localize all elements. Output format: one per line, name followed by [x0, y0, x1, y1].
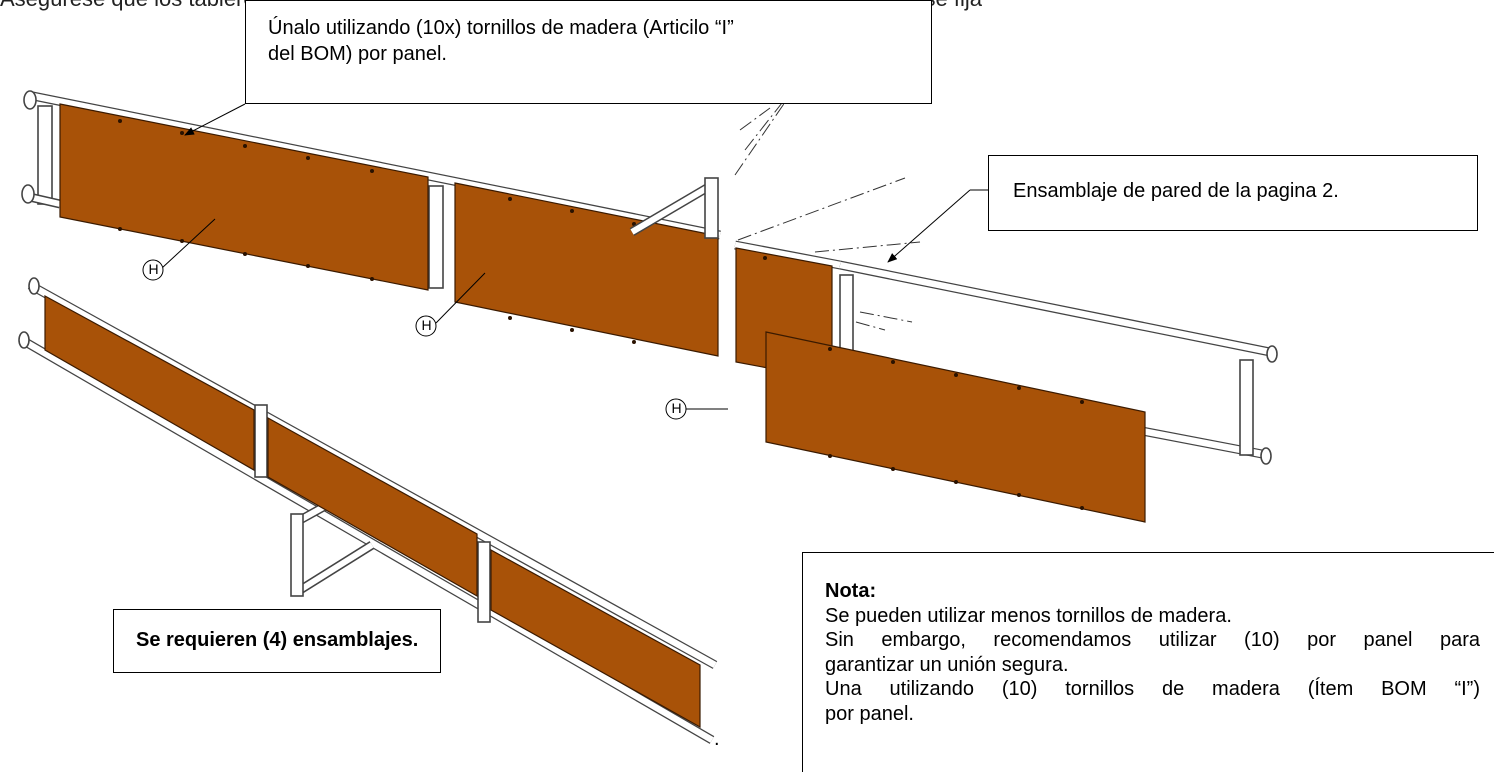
note-line: garantizar un unión segura. — [825, 653, 1069, 676]
part-label-group — [142, 218, 728, 420]
wall-panel — [59, 103, 429, 291]
wall-panel — [490, 548, 701, 729]
callout-line: del BOM) por panel. — [268, 43, 447, 65]
note-line: por panel. — [825, 702, 914, 725]
wall-panel — [267, 416, 478, 598]
part-label-h: H — [148, 261, 159, 277]
screw-dots — [118, 119, 636, 344]
wall-panel — [44, 294, 255, 472]
wall-panel — [454, 182, 719, 357]
loose-wall-panel — [765, 331, 1146, 523]
stray-period: . — [714, 728, 720, 750]
part-label-h: H — [671, 400, 682, 416]
lower-assembly-frame — [18, 277, 718, 744]
wall-assembly-callout: Ensamblaje de pared de la pagina 2. — [988, 155, 1478, 231]
note-line: Se pueden utilizar menos tornillos de ma… — [825, 604, 1232, 627]
part-label-h: H — [421, 317, 432, 333]
callout-text: Se requieren (4) ensamblajes. — [136, 629, 419, 651]
required-assemblies-callout: Se requieren (4) ensamblajes. — [113, 609, 441, 673]
screw-instruction-callout: Únalo utilizando (10x) tornillos de made… — [245, 0, 932, 104]
note-line: Una utilizando (10) tornillos de madera … — [825, 678, 1480, 700]
note-box: Nota: Se pueden utilizar menos tornillos… — [802, 552, 1494, 772]
note-title: Nota: — [825, 580, 877, 602]
upper-left-wall — [21, 90, 721, 289]
callout-line: Únalo utilizando (10x) tornillos de made… — [268, 17, 734, 39]
callout-text: Ensamblaje de pared de la pagina 2. — [1013, 180, 1339, 202]
note-line: Sin embargo, recomendamos utilizar (10) … — [825, 629, 1480, 651]
